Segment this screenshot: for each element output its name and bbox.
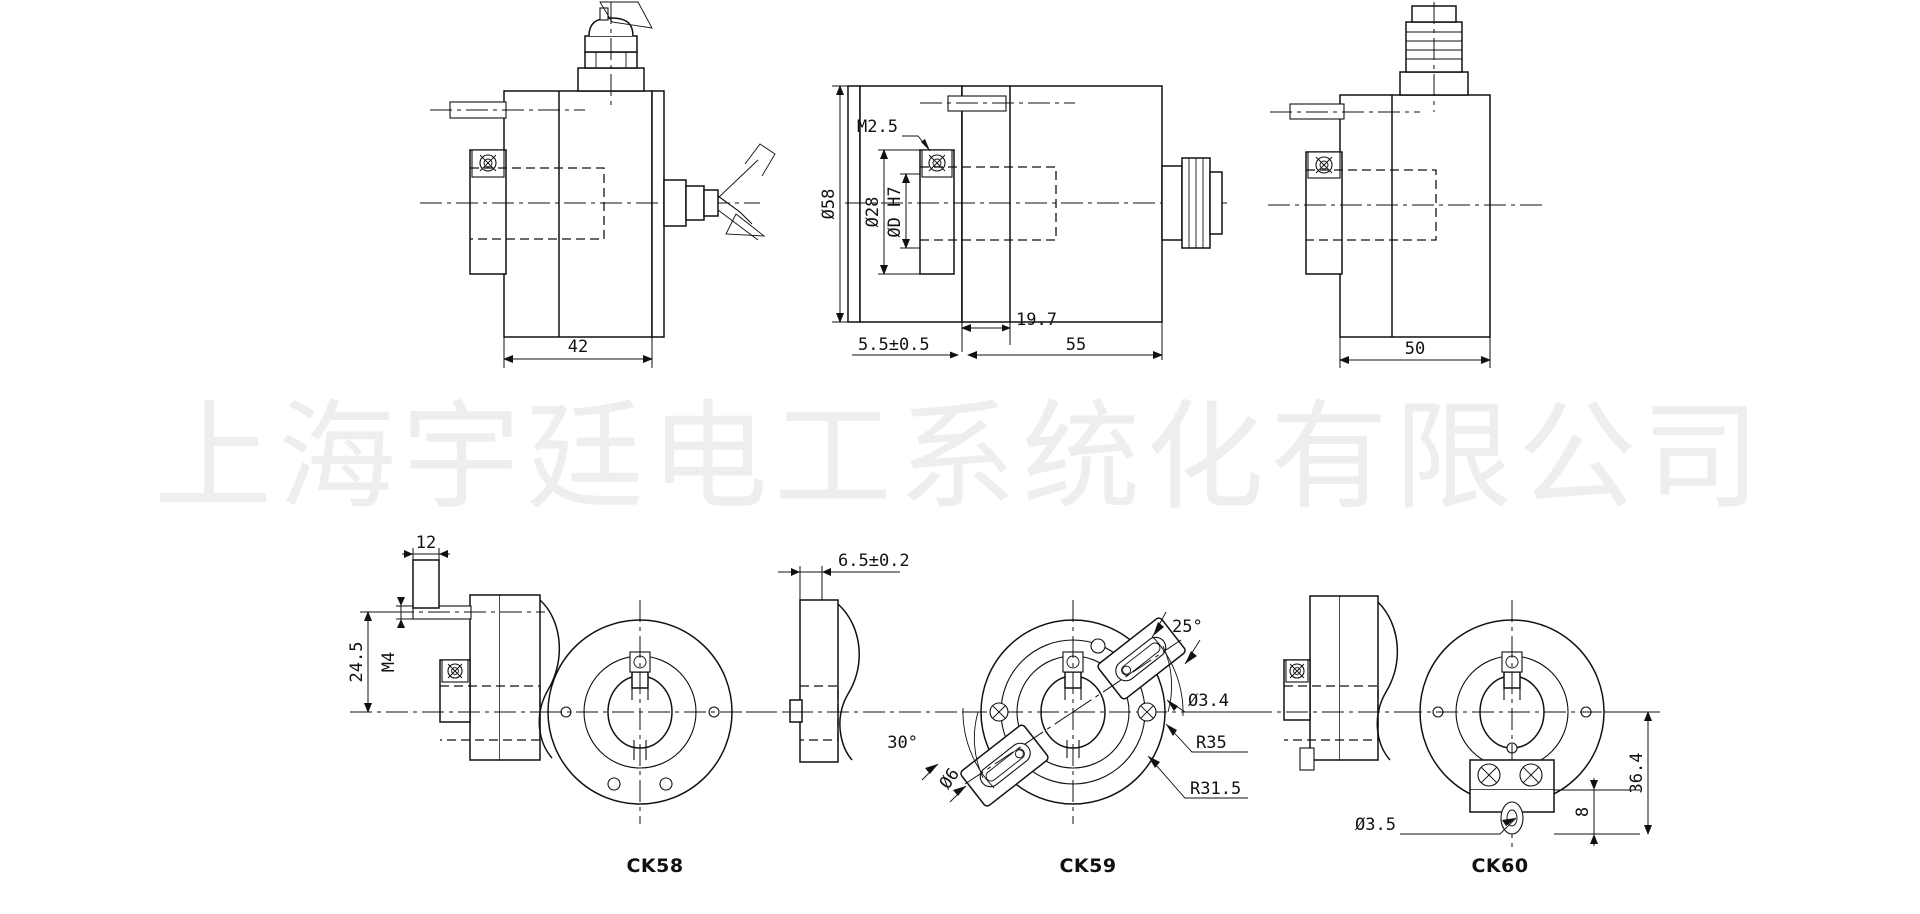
dim-25deg: 25° (1172, 617, 1203, 637)
dim-42: 42 (568, 337, 588, 357)
dim-r31-5: R31.5 (1190, 779, 1241, 799)
dim-5-5: 5.5±0.5 (858, 335, 930, 355)
dim-dia28: Ø28 (863, 197, 883, 228)
model-label-ck59: CK59 (1059, 855, 1116, 877)
dim-19-7: 19.7 (1016, 310, 1057, 330)
model-label-ck60: CK60 (1471, 855, 1528, 877)
dim-30deg: 30° (887, 733, 918, 753)
watermark-text: 上海宇廷电工系统化有限公司 (153, 388, 1766, 526)
dim-dia3-5: Ø3.5 (1355, 815, 1396, 835)
view-top-right: 50 (1268, 2, 1545, 368)
dim-m2-5: M2.5 (857, 117, 898, 137)
view-top-left: 42 (420, 1, 776, 368)
dim-m4: M4 (379, 652, 399, 672)
view-ck59: 6.5±0.2 (755, 551, 1250, 877)
model-label-ck58: CK58 (626, 855, 683, 877)
view-ck60: Ø3.5 8 36.4 CK60 (1250, 595, 1660, 877)
dim-50: 50 (1405, 339, 1425, 359)
dim-24-5: 24.5 (347, 642, 367, 683)
dim-55: 55 (1066, 335, 1086, 355)
dim-12: 12 (416, 533, 436, 553)
dim-8: 8 (1573, 807, 1593, 817)
view-ck58: 12 M4 24.5 (347, 533, 820, 877)
dim-dia58: Ø58 (819, 189, 839, 220)
dim-diaD-H7: ØD H7 (885, 186, 905, 237)
dim-dia3-4: Ø3.4 (1188, 691, 1229, 711)
dim-36-4: 36.4 (1627, 753, 1647, 794)
view-top-middle: Ø58 Ø28 ØD H7 M2.5 19.7 5.5±0.5 (819, 85, 1230, 360)
dim-6-5: 6.5±0.2 (838, 551, 910, 571)
dim-r35: R35 (1196, 733, 1227, 753)
